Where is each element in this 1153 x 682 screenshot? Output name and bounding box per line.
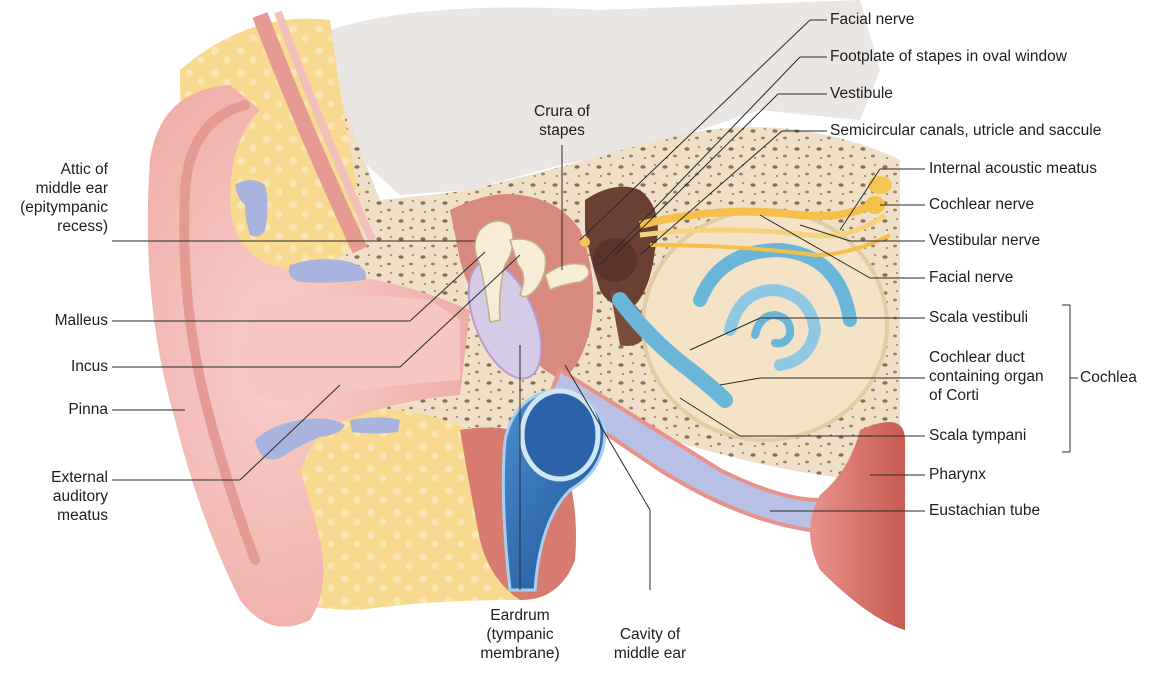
label-scala-tympani: Scala tympani — [929, 426, 1026, 445]
label-facial-nerve-top: Facial nerve — [830, 10, 914, 29]
crura-line-2: stapes — [512, 121, 612, 140]
label-eardrum: Eardrum (tympanic membrane) — [470, 606, 570, 663]
label-facial-nerve-right: Facial nerve — [929, 268, 1013, 287]
label-cavity-of-middle-ear: Cavity of middle ear — [600, 625, 700, 663]
cochlear-duct-line-2: containing organ — [929, 367, 1044, 386]
label-vestibular-nerve: Vestibular nerve — [929, 231, 1040, 250]
external-line-3: meatus — [2, 506, 108, 525]
cochlear-duct-line-3: of Corti — [929, 386, 1044, 405]
eardrum-line-1: Eardrum — [470, 606, 570, 625]
label-cochlear-duct: Cochlear duct containing organ of Corti — [929, 348, 1044, 405]
eardrum-line-3: membrane) — [470, 644, 570, 663]
label-pharynx: Pharynx — [929, 465, 986, 484]
label-scala-vestibuli: Scala vestibuli — [929, 308, 1028, 327]
cavity-line-2: middle ear — [600, 644, 700, 663]
label-vestibule: Vestibule — [830, 84, 893, 103]
label-internal-acoustic-meatus: Internal acoustic meatus — [929, 159, 1097, 178]
label-eustachian-tube: Eustachian tube — [929, 501, 1040, 520]
external-line-2: auditory — [2, 487, 108, 506]
label-cochlear-nerve: Cochlear nerve — [929, 195, 1034, 214]
label-crura-of-stapes: Crura of stapes — [512, 102, 612, 140]
eardrum-line-2: (tympanic — [470, 625, 570, 644]
label-attic-of-middle-ear: Attic of middle ear (epitympanic recess) — [2, 160, 108, 236]
attic-line-4: recess) — [2, 217, 108, 236]
label-footplate-of-stapes: Footplate of stapes in oval window — [830, 47, 1067, 66]
label-incus: Incus — [2, 357, 108, 376]
label-external-auditory-meatus: External auditory meatus — [2, 468, 108, 525]
label-malleus: Malleus — [2, 311, 108, 330]
label-cochlea: Cochlea — [1080, 368, 1137, 387]
label-pinna: Pinna — [2, 400, 108, 419]
label-semicircular-canals: Semicircular canals, utricle and saccule — [830, 121, 1101, 140]
crura-line-1: Crura of — [512, 102, 612, 121]
attic-line-2: middle ear — [2, 179, 108, 198]
cavity-line-1: Cavity of — [600, 625, 700, 644]
attic-line-1: Attic of — [2, 160, 108, 179]
cochlear-duct-line-1: Cochlear duct — [929, 348, 1044, 367]
attic-line-3: (epitympanic — [2, 198, 108, 217]
external-line-1: External — [2, 468, 108, 487]
